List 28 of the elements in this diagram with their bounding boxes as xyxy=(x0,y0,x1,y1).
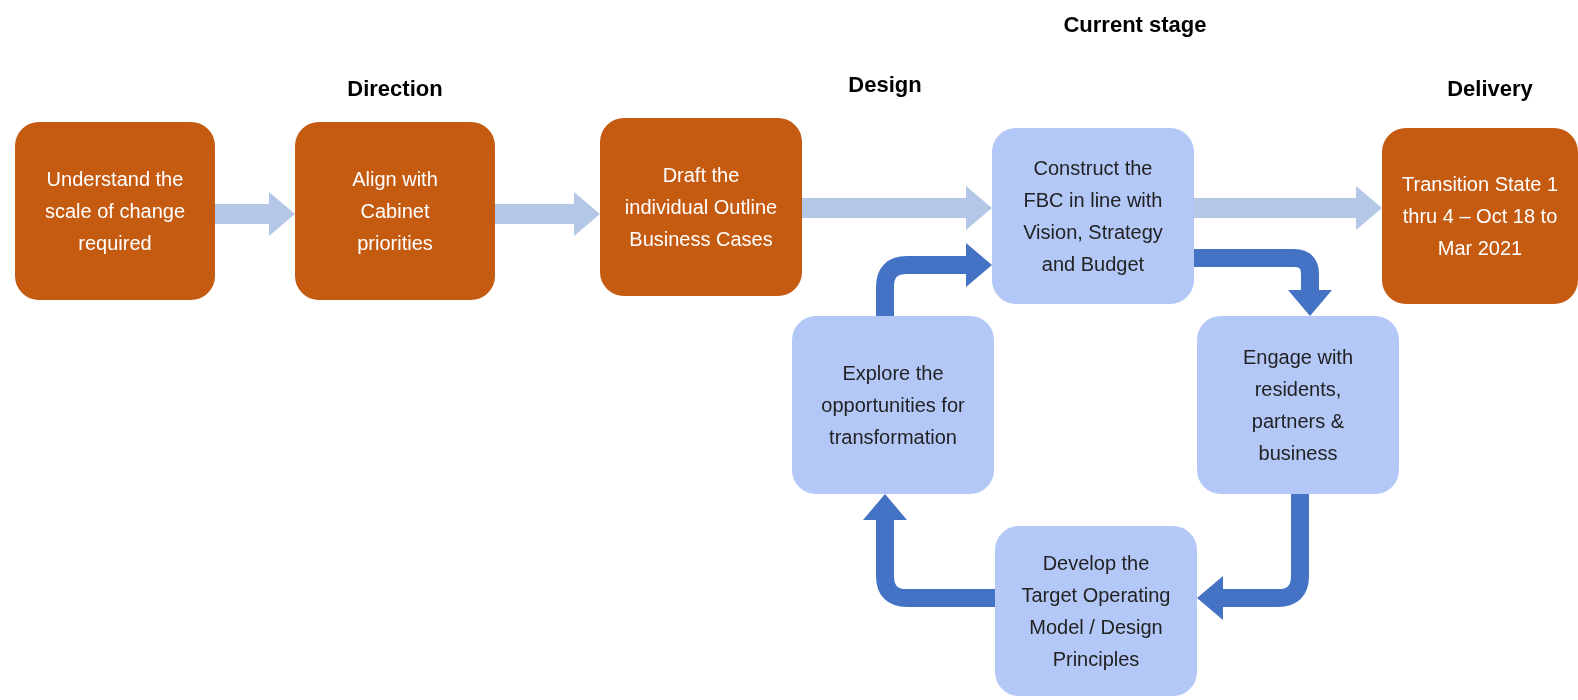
arrow xyxy=(802,186,992,230)
box-text: Develop the Target Operating Model / Design Principles xyxy=(1020,551,1172,672)
arrow xyxy=(1194,186,1382,230)
arrow xyxy=(495,192,600,236)
process-box xyxy=(15,122,215,300)
process-box xyxy=(1197,316,1399,494)
process-box xyxy=(1382,128,1578,304)
process-box xyxy=(992,128,1194,304)
arrow xyxy=(1197,494,1309,620)
box-text: Construct the FBC in line with Vision, Strategy and Budget xyxy=(1022,156,1164,277)
arrow xyxy=(876,243,992,316)
arrow xyxy=(863,494,995,607)
box-text: Understand the scale of change required xyxy=(43,167,187,256)
process-box xyxy=(295,122,495,300)
box-text: Transition State 1 thru 4 – Oct 18 to Mar 2021 xyxy=(1402,172,1558,261)
stage-heading: Direction xyxy=(346,75,444,103)
box-text: Align with Cabinet priorities xyxy=(351,167,439,256)
stage-heading: Current stage xyxy=(1062,11,1208,39)
stage-heading: Design xyxy=(847,71,923,99)
box-text: Engage with residents, partners & business xyxy=(1241,345,1355,466)
stage-heading: Delivery xyxy=(1446,75,1534,103)
box-text: Draft the individual Outline Business Cases xyxy=(623,163,779,252)
process-box xyxy=(792,316,994,494)
process-box xyxy=(600,118,802,296)
box-text: Explore the opportunities for transformation xyxy=(820,361,966,450)
process-box xyxy=(995,526,1197,696)
arrow xyxy=(215,192,295,236)
arrow xyxy=(1194,249,1332,316)
